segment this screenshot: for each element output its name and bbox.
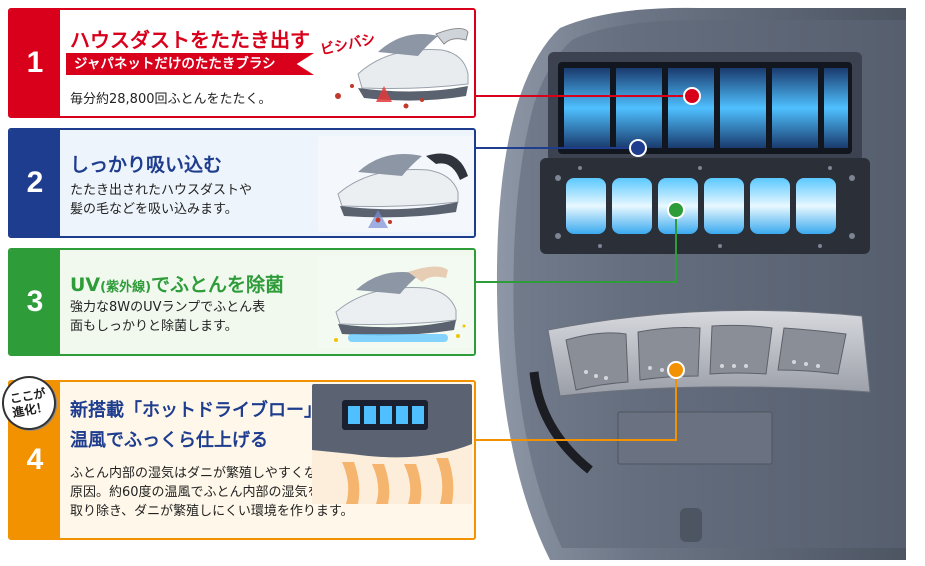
description-line: 面もしっかりと除菌します。: [70, 319, 238, 334]
feature-title: UV(紫外線)でふとんを除菌: [70, 270, 284, 297]
description-line: 髪の毛などを吸い込みます。: [70, 202, 238, 217]
feature-title: しっかり吸い込む: [70, 154, 223, 176]
feature-number: 1: [10, 10, 60, 116]
feature-number: 3: [10, 250, 60, 354]
feature-number: 2: [10, 130, 60, 236]
uv-image: [318, 256, 474, 348]
description-line: 原因。約60度の温風でふとん内部の湿気を: [70, 485, 321, 500]
feature-3-card: 3 UV(紫外線)でふとんを除菌 強力な8WのUVランプでふとん表 面もしっかり…: [8, 248, 476, 356]
title-line: 温風でふっくら仕上げる: [70, 430, 268, 451]
feature-subtitle-ribbon: ジャパネットだけのたたきブラシ: [66, 53, 314, 75]
description-line: ふとん内部の湿気はダニが繁殖しやすくなる: [70, 466, 330, 481]
suction-image: [318, 136, 474, 232]
title-paren: (紫外線): [100, 280, 152, 295]
feature-description: たたき出されたハウスダストや 髪の毛などを吸い込みます。: [70, 181, 252, 219]
tapping-brush-image: ビシバシ: [318, 16, 474, 112]
description-line: 強力な8WのUVランプでふとん表: [70, 300, 266, 315]
hot-air-image: [312, 384, 472, 504]
feature-2-card: 2 しっかり吸い込む たたき出されたハウスダストや 髪の毛などを吸い込みます。: [8, 128, 476, 238]
title-rest: でふとんを除菌: [151, 274, 285, 296]
feature-title: ハウスダストをたたき出す: [70, 28, 310, 52]
brush-window-cells: [564, 68, 848, 148]
title-line: 新搭載「ホットドライブロー」: [70, 400, 322, 421]
feature-4-card: 4 新搭載「ホットドライブロー」 温風でふっくら仕上げる ふとん内部の湿気はダニ…: [8, 380, 476, 540]
feature-description: ふとん内部の湿気はダニが繁殖しやすくなる 原因。約60度の温風でふとん内部の湿気…: [70, 464, 354, 521]
description-line: たたき出されたハウスダストや: [70, 183, 253, 198]
feature-description: 強力な8WのUVランプでふとん表 面もしっかりと除菌します。: [70, 298, 265, 336]
title-main: UV: [70, 274, 101, 296]
description-line: 取り除き、ダニが繁殖しにくい環境を作ります。: [70, 504, 354, 519]
feature-title: 新搭載「ホットドライブロー」 温風でふっくら仕上げる: [70, 396, 322, 456]
feature-1-card: 1 ハウスダストをたたき出す ジャパネットだけのたたきブラシ 毎分約28,800…: [8, 8, 476, 118]
feature-description: 毎分約28,800回ふとんをたたく。: [70, 92, 272, 107]
